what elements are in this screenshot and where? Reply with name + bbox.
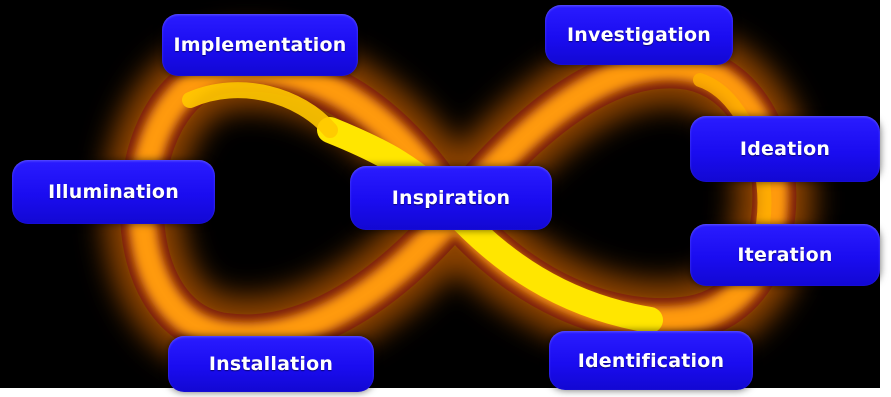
iteration-text: Iteration bbox=[737, 244, 832, 266]
identification-label: Identification bbox=[549, 331, 753, 390]
implementation-text: Implementation bbox=[174, 34, 347, 56]
inspiration-label: Inspiration bbox=[350, 166, 552, 230]
ideation-label: Ideation bbox=[690, 116, 880, 182]
installation-label: Installation bbox=[168, 336, 374, 392]
implementation-label: Implementation bbox=[162, 14, 358, 76]
illumination-label: Illumination bbox=[12, 160, 215, 224]
investigation-text: Investigation bbox=[567, 24, 711, 46]
inspiration-text: Inspiration bbox=[392, 187, 511, 209]
iteration-label: Iteration bbox=[690, 224, 880, 286]
identification-text: Identification bbox=[578, 350, 725, 372]
investigation-label: Investigation bbox=[545, 5, 733, 65]
installation-text: Installation bbox=[209, 353, 333, 375]
ideation-text: Ideation bbox=[740, 138, 830, 160]
illumination-text: Illumination bbox=[48, 181, 179, 203]
